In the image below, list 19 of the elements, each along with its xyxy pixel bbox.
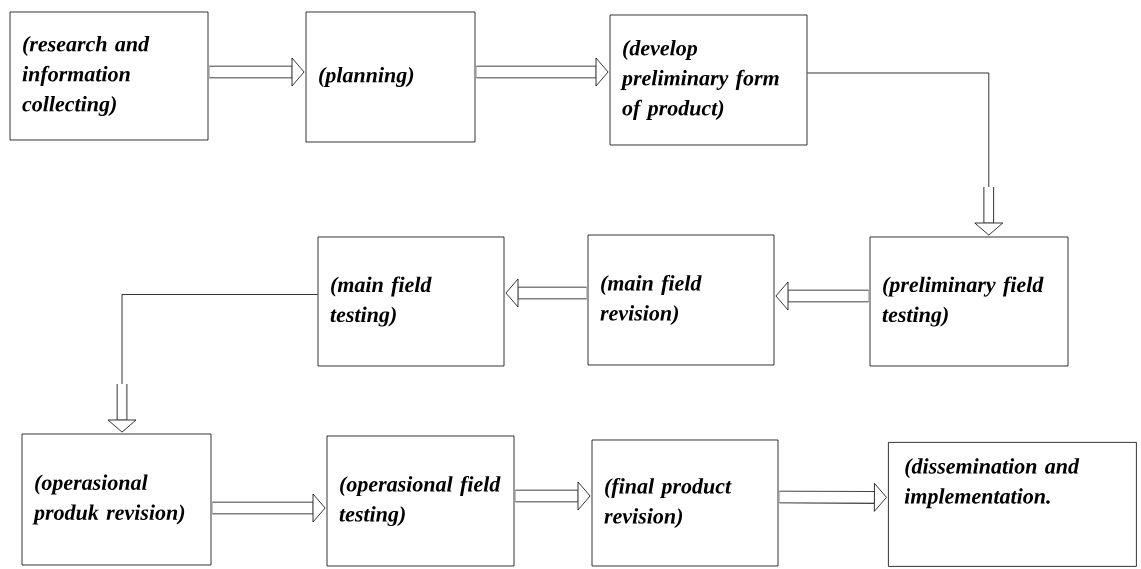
process-box: (planning): [305, 11, 476, 143]
process-box: (operasional field testing): [326, 435, 515, 567]
process-box: (final product revision): [591, 439, 779, 567]
process-box: (main field testing): [317, 236, 505, 367]
block-arrow: [505, 278, 587, 308]
block-arrow: [515, 481, 591, 511]
block-arrow: [775, 281, 869, 311]
elbow-arrow: [807, 72, 1004, 236]
block-arrow: [476, 57, 609, 87]
process-box: (main field revision): [587, 234, 775, 366]
block-arrow: [209, 57, 305, 87]
block-arrow: [779, 482, 887, 512]
process-box: (research and information collecting): [9, 11, 209, 141]
elbow-arrow: [107, 294, 318, 433]
process-box: (dissemination and implementation.: [888, 442, 1137, 567]
block-arrow: [212, 493, 326, 523]
process-box: (develop preliminary form of product): [609, 14, 808, 146]
process-box: (preliminary field testing): [869, 236, 1069, 367]
process-box: (operasional produk revision): [21, 433, 212, 566]
